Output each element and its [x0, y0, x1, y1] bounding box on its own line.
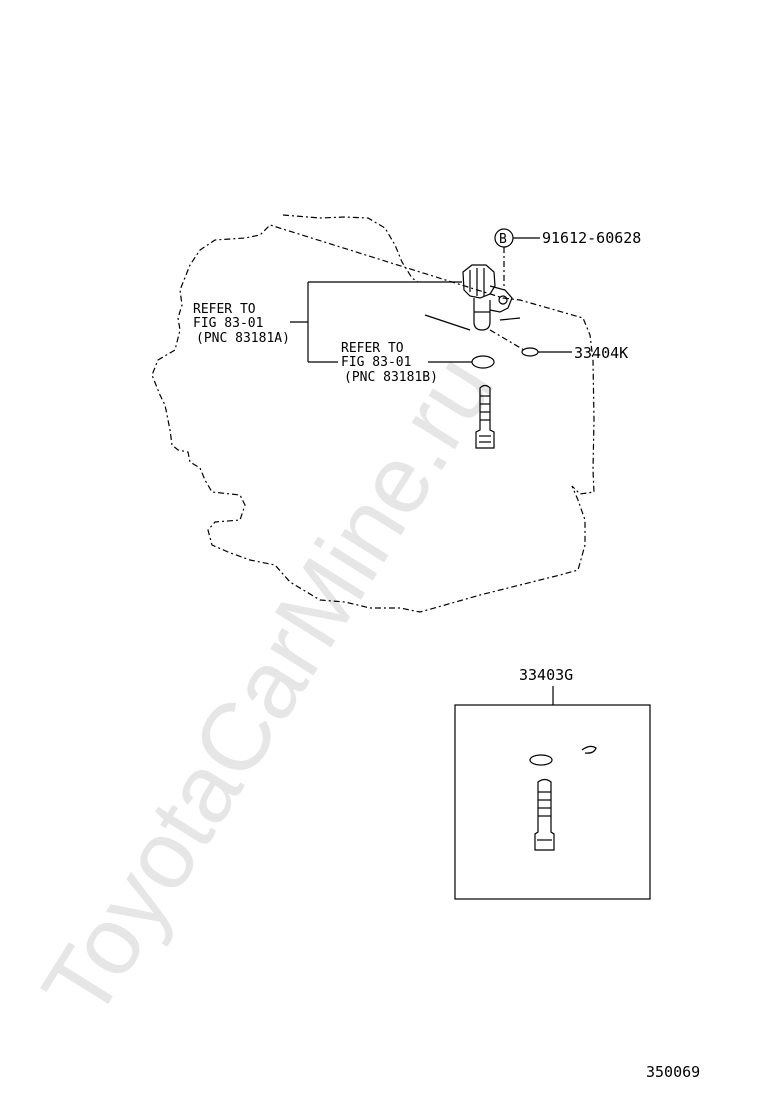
speed-sensor — [424, 264, 521, 331]
clip-part — [489, 329, 572, 357]
watermark: ToyotaCarMine.ru — [22, 337, 514, 1036]
refer-bracket — [290, 281, 462, 363]
refer-a-line1: REFER TO — [193, 302, 256, 317]
refer-a-line3: (PNC 83181A) — [196, 331, 290, 346]
kit-contents — [529, 745, 597, 851]
refer-a-line2: FIG 83-01 — [193, 316, 263, 331]
clip-part-number: 33404K — [574, 344, 628, 362]
transmission-housing-outline — [151, 214, 595, 613]
kit-part-number: 33403G — [519, 666, 573, 684]
bolt-marker: B — [499, 232, 507, 247]
o-ring — [471, 355, 495, 369]
refer-b-line1: REFER TO — [341, 341, 404, 356]
bolt-part-number: 91612-60628 — [542, 229, 641, 247]
kit-box — [454, 704, 651, 900]
refer-b-line2: FIG 83-01 — [341, 355, 411, 370]
driven-gear-shaft — [475, 384, 495, 449]
figure-number: 350069 — [646, 1063, 700, 1081]
refer-b-line3: (PNC 83181B) — [344, 370, 438, 385]
